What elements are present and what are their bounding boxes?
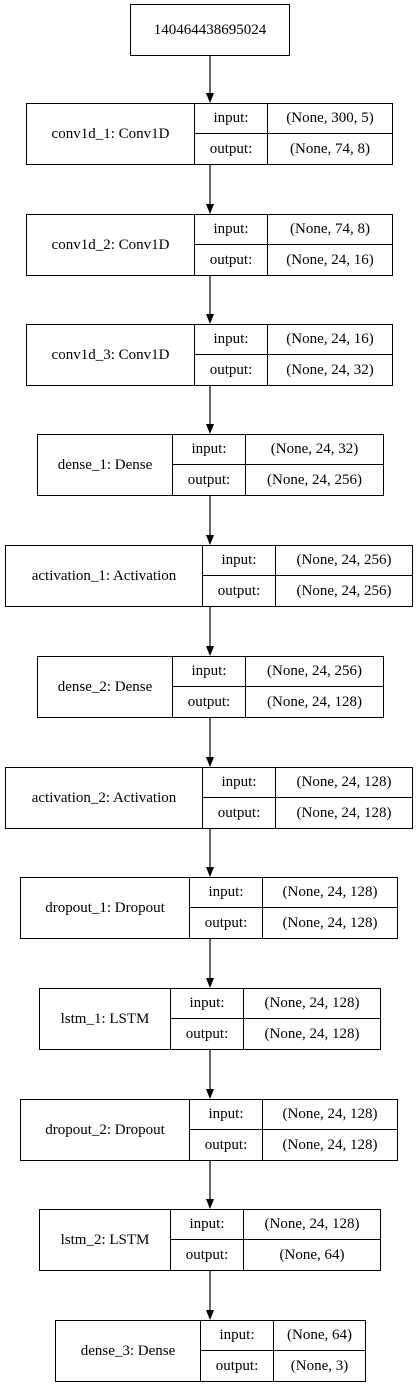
output-shape: (None, 24, 256) <box>267 471 362 488</box>
layer-name: conv1d_1: Conv1D <box>27 104 195 164</box>
layer-name: dense_2: Dense <box>38 657 173 717</box>
output-shape: (None, 64) <box>279 1246 345 1263</box>
input-shape: (None, 64) <box>274 1321 365 1351</box>
output-shape: (None, 24, 128) <box>282 914 378 931</box>
arrow-head-icon <box>206 757 214 767</box>
output-label: output: <box>195 134 268 164</box>
layer-name: conv1d_2: Conv1D <box>27 215 195 275</box>
output-label: output: <box>203 576 276 606</box>
arrow-head-icon <box>206 1089 214 1099</box>
input-label: input: <box>195 325 268 355</box>
output-label: output: <box>190 908 263 938</box>
arrow-head-icon <box>206 424 214 434</box>
layer-name: dropout_2: Dropout <box>21 1100 190 1160</box>
output-label: output: <box>171 1240 244 1270</box>
layer-name: lstm_2: LSTM <box>40 1210 171 1270</box>
output-label: output: <box>195 355 268 385</box>
model-id-node: 140464438695024 <box>130 4 290 56</box>
output-shape: (None, 3) <box>290 1357 349 1374</box>
output-label: output: <box>173 687 246 717</box>
input-shape: (None, 24, 128) <box>244 1210 380 1240</box>
layer-name: activation_1: Activation <box>6 546 203 606</box>
input-label: input: <box>173 435 246 465</box>
input-label: input: <box>203 546 276 576</box>
input-shape: (None, 24, 128) <box>244 989 380 1019</box>
output-shape: (None, 24, 128) <box>264 1025 360 1042</box>
layer-name: activation_2: Activation <box>6 768 203 828</box>
arrow-head-icon <box>206 978 214 988</box>
layer-name: dropout_1: Dropout <box>21 878 190 938</box>
input-shape: (None, 24, 256) <box>246 657 383 687</box>
layer-name: conv1d_3: Conv1D <box>27 325 195 385</box>
input-label: input: <box>171 989 244 1019</box>
output-label: output: <box>173 465 246 495</box>
arrow-head-icon <box>206 535 214 545</box>
input-shape: (None, 24, 256) <box>276 546 412 576</box>
input-label: input: <box>190 1100 263 1130</box>
output-shape: (None, 24, 128) <box>267 693 362 710</box>
input-shape: (None, 300, 5) <box>268 104 392 134</box>
input-label: input: <box>171 1210 244 1240</box>
input-label: input: <box>201 1321 274 1351</box>
output-label: output: <box>190 1130 263 1160</box>
output-shape: (None, 24, 128) <box>282 1136 378 1153</box>
output-shape: (None, 74, 8) <box>290 140 370 157</box>
input-shape: (None, 24, 128) <box>263 878 397 908</box>
arrow-head-icon <box>206 204 214 214</box>
input-shape: (None, 24, 32) <box>246 435 383 465</box>
arrow-head-icon <box>206 1310 214 1320</box>
output-label: output: <box>195 245 268 275</box>
layer-name: lstm_1: LSTM <box>40 989 171 1049</box>
arrow-head-icon <box>206 93 214 103</box>
input-shape: (None, 74, 8) <box>268 215 392 245</box>
layer-name: dense_3: Dense <box>56 1321 201 1381</box>
output-label: output: <box>201 1351 274 1381</box>
input-label: input: <box>195 104 268 134</box>
arrow-head-icon <box>206 867 214 877</box>
arrow-head-icon <box>206 646 214 656</box>
input-label: input: <box>195 215 268 245</box>
model-id-label: 140464438695024 <box>153 21 267 38</box>
output-shape: (None, 24, 16) <box>286 251 374 268</box>
output-label: output: <box>203 798 276 828</box>
layer-name: dense_1: Dense <box>38 435 173 495</box>
input-shape: (None, 24, 16) <box>268 325 392 355</box>
input-shape: (None, 24, 128) <box>263 1100 397 1130</box>
input-label: input: <box>203 768 276 798</box>
input-label: input: <box>190 878 263 908</box>
output-shape: (None, 24, 128) <box>296 804 392 821</box>
input-label: input: <box>173 657 246 687</box>
arrow-head-icon <box>206 314 214 324</box>
output-shape: (None, 24, 32) <box>286 361 374 378</box>
output-shape: (None, 24, 256) <box>296 582 392 599</box>
input-shape: (None, 24, 128) <box>276 768 412 798</box>
arrow-head-icon <box>206 1199 214 1209</box>
output-label: output: <box>171 1019 244 1049</box>
